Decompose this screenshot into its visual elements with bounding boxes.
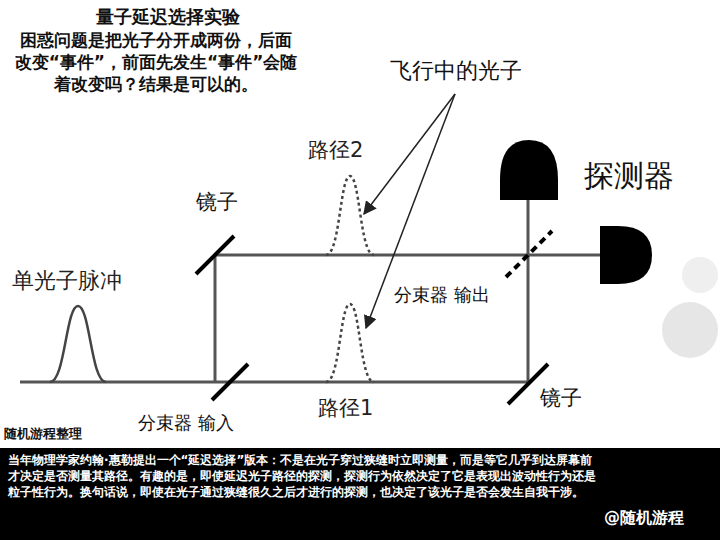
mirror-label: 镜子 [196, 190, 238, 215]
watermark: @随机游程 [604, 508, 684, 527]
note-text: 困惑问题是把光子分开成两份，后面改变“事件”，前面先发生“事件”会随着改变吗？结… [14, 29, 298, 95]
leader-arrow [364, 94, 455, 214]
single-photon-pulse [50, 306, 106, 382]
photon-path2 [326, 176, 374, 255]
path-label: 路径1 [318, 396, 373, 421]
credit-label: 随机游程整理 [4, 426, 82, 442]
caption-text: 当年物理学家约翰·惠勒提出一个“延迟选择”版本：不是在光子穿过狭缝时立即测量，而… [8, 452, 596, 501]
detector-label: 探测器 [584, 158, 674, 194]
splitter-label: 分束器 输出 [394, 284, 490, 306]
path-label: 路径2 [308, 138, 363, 163]
mirrors [196, 231, 552, 404]
pulse-label: 单光子脉冲 [12, 268, 122, 294]
photon-path1 [326, 304, 374, 382]
detector-right [600, 226, 652, 284]
blur-blob [682, 257, 718, 293]
callout-label: 飞行中的光子 [390, 58, 522, 84]
mirror-label: 镜子 [540, 386, 582, 411]
detector-top [500, 140, 558, 200]
splitter-label: 分束器 输入 [138, 412, 234, 434]
blur-blob [662, 302, 718, 358]
title: 量子延迟选择实验 [38, 6, 298, 28]
